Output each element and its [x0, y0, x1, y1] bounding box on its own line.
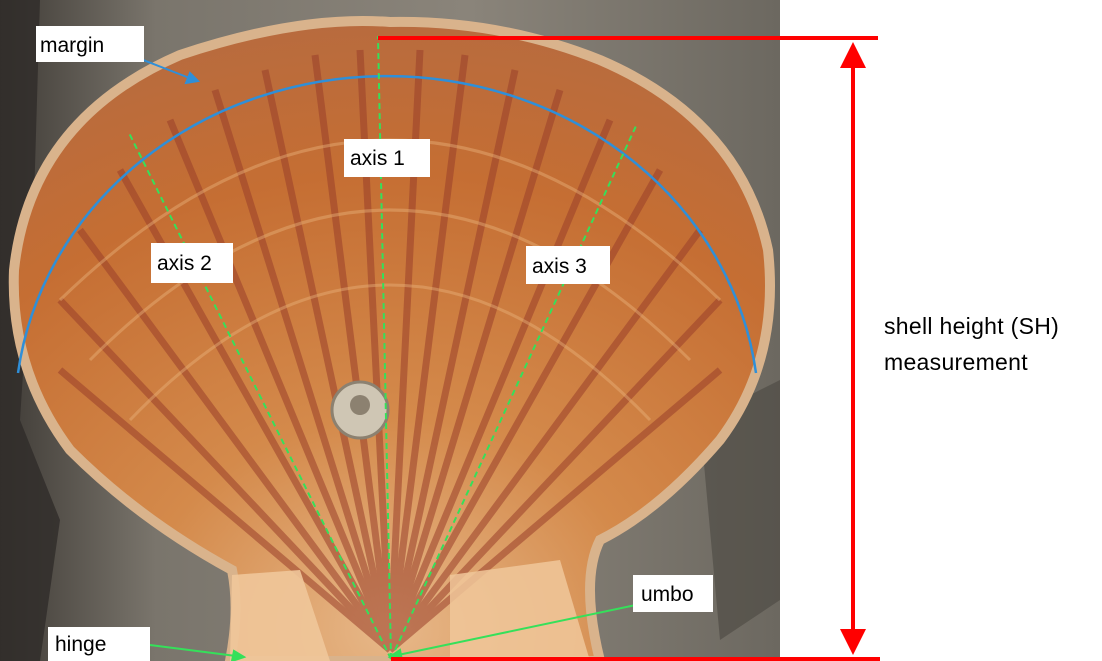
- label-axis-3: axis 3: [526, 246, 610, 284]
- svg-text:axis 3: axis 3: [532, 255, 587, 278]
- double-headed-arrow-icon-bottom: [840, 629, 866, 655]
- double-headed-arrow-icon-top: [840, 42, 866, 68]
- label-margin: margin: [36, 26, 144, 62]
- label-axis-2: axis 2: [151, 243, 233, 283]
- svg-text:hinge: hinge: [55, 633, 106, 656]
- svg-text:axis 2: axis 2: [157, 252, 212, 275]
- label-axis-1: axis 1: [344, 139, 430, 177]
- svg-text:umbo: umbo: [641, 583, 694, 606]
- measurement-subtitle: measurement: [884, 349, 1028, 376]
- label-hinge: hinge: [48, 627, 150, 661]
- label-umbo: umbo: [633, 575, 713, 612]
- svg-text:margin: margin: [40, 34, 104, 57]
- svg-text:axis 1: axis 1: [350, 147, 405, 170]
- measurement-title: shell height (SH): [884, 313, 1059, 340]
